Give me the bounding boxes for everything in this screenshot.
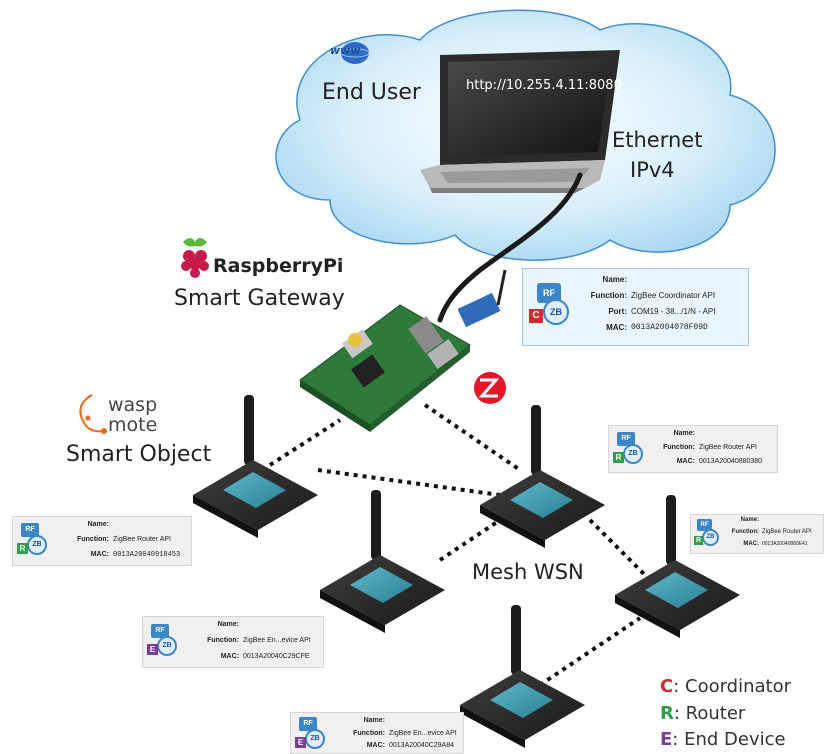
- legend-item-router: R: Router: [660, 703, 746, 724]
- card-port-label: Port:: [608, 307, 627, 316]
- waspmote-node-middle: [320, 490, 445, 633]
- wasp-brand-line1: wasp: [108, 394, 158, 416]
- card-mac-value: 0013A20040880E41: [762, 541, 808, 547]
- smart-object-label: Smart Object: [66, 442, 212, 467]
- raspberrypi-brand: RaspberryPi: [213, 255, 344, 277]
- raspberry-pi-board: [299, 269, 507, 432]
- waspmote-node-bottom: [460, 605, 585, 748]
- zigbee-logo-icon: [474, 372, 506, 404]
- mesh-links: [268, 403, 662, 687]
- card-name-label: Name:: [673, 430, 695, 437]
- card-mac-label: MAC:: [743, 541, 759, 547]
- legend-item-coordinator: C: Coordinator: [660, 676, 792, 697]
- mesh-wsn-label: Mesh WSN: [472, 560, 584, 584]
- coordinator-card: RF ZB C Name: Function: ZigBee Coordinat…: [522, 268, 749, 346]
- card-port-value: COM19 - 38.../1/N - API: [631, 307, 716, 316]
- card-mac-label: MAC:: [366, 742, 385, 749]
- end-device-card-bottom: RF ZB E Name: Function: ZigBee En...evic…: [290, 712, 464, 754]
- card-mac-value: 0013A20040C29CFE: [243, 653, 310, 660]
- router-card-top: RF ZB R Name: Function: ZigBee Router AP…: [608, 425, 778, 473]
- router-card-left: RF ZB R Name: Function: ZigBee Router AP…: [12, 516, 192, 566]
- card-mac-value: 0013A2004078F09D: [631, 323, 708, 332]
- card-function-value: ZigBee Coordinator API: [631, 291, 716, 300]
- card-function-value: ZigBee Router API: [699, 444, 757, 451]
- card-function-value: ZigBee En...evice API: [243, 637, 311, 644]
- card-mac-value: 0013A20040918453: [113, 551, 181, 559]
- zb-router-icon: RF ZB R: [694, 519, 720, 549]
- card-mac-label: MAC:: [220, 653, 239, 660]
- smart-gateway-label: Smart Gateway: [174, 286, 345, 311]
- zb-end-device-icon: RF ZB E: [147, 624, 177, 660]
- card-function-value: ZigBee Router API: [113, 536, 171, 543]
- card-name-label: Name:: [87, 521, 109, 528]
- router-card-right: RF ZB R Name: Function: ZigBee Router AP…: [690, 514, 824, 554]
- card-name-label: Name:: [217, 621, 239, 628]
- card-mac-value: 0013A20040880380: [699, 458, 763, 465]
- card-function-label: Function:: [731, 529, 759, 535]
- card-name-label: Name:: [740, 517, 759, 523]
- card-function-label: Function:: [353, 730, 385, 737]
- raspberry-logo-icon: [181, 238, 209, 278]
- zb-coordinator-icon: RF ZB C: [529, 283, 569, 331]
- waspmote-node-right: [615, 495, 740, 638]
- end-user-label: End User: [322, 80, 421, 105]
- card-function-label: Function:: [663, 444, 695, 451]
- card-mac-label: MAC:: [90, 551, 109, 558]
- card-mac-label: MAC:: [606, 323, 627, 332]
- waspmote-node-center: [480, 405, 605, 548]
- card-name-label: Name:: [363, 717, 385, 724]
- card-function-value: ZigBee En...evice API: [389, 730, 457, 737]
- card-name-label: Name:: [602, 275, 627, 284]
- url-text: http://10.255.4.11:8080: [466, 78, 622, 93]
- card-function-label: Function:: [590, 291, 627, 300]
- card-mac-label: MAC:: [676, 458, 695, 465]
- waspmote-node-left: [193, 395, 318, 538]
- waspmote-nodes: [193, 395, 740, 748]
- card-mac-value: 0013A20040C29A84: [389, 742, 455, 749]
- www-logo-text: www: [330, 44, 361, 57]
- end-device-card-left: RF ZB E Name: Function: ZigBee En...evic…: [142, 616, 324, 668]
- zb-end-device-icon: RF ZB E: [295, 717, 325, 751]
- ipv4-label: IPv4: [630, 158, 675, 182]
- waspmote-logo-icon: [79, 394, 107, 434]
- zb-router-icon: RF ZB R: [17, 523, 47, 559]
- legend-item-end-device: E: End Device: [660, 729, 786, 750]
- wasp-brand-line2: mote: [108, 414, 158, 436]
- card-function-value: ZigBee Router API: [762, 529, 812, 535]
- ethernet-label: Ethernet: [612, 128, 703, 152]
- card-function-label: Function:: [77, 536, 109, 543]
- zb-router-icon: RF ZB R: [613, 432, 643, 468]
- www-globe-icon: [340, 42, 370, 64]
- ethernet-cable: [437, 172, 583, 323]
- laptop: [420, 50, 620, 193]
- card-function-label: Function:: [207, 637, 239, 644]
